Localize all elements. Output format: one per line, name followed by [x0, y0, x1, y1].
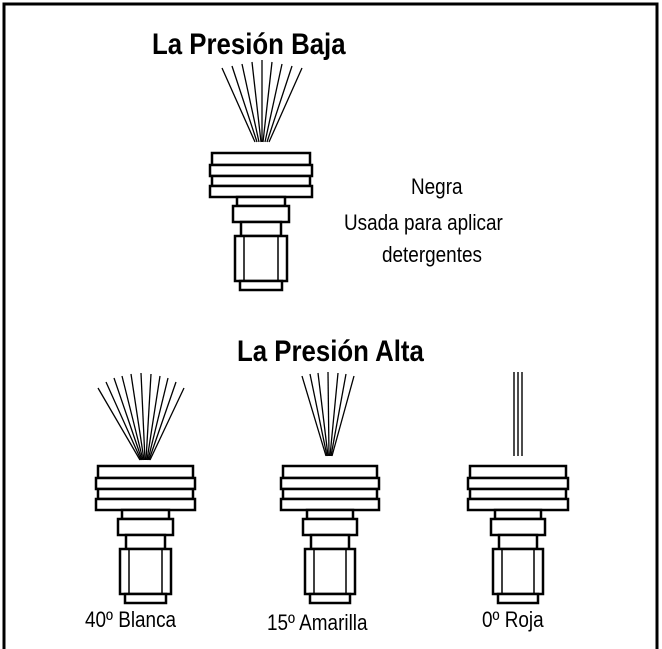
nozzle-usage-line2: detergentes: [382, 242, 482, 267]
spray-lines-low-pressure: [221, 60, 303, 143]
nozzle-color-black: Negra: [411, 174, 463, 199]
nozzle-usage-line1: Usada para aplicar: [344, 210, 503, 235]
nozzle-black: [208, 151, 314, 292]
nozzle-label-0-degree: 0º Roja: [482, 607, 544, 632]
spray-lines-15-degree: [301, 371, 355, 457]
nozzle-white: [94, 464, 197, 605]
spray-lines-0-degree: [513, 372, 523, 456]
spray-lines-40-degree: [97, 372, 185, 461]
high-pressure-title: La Presión Alta: [237, 335, 424, 368]
nozzle-label-40-degree: 40º Blanca: [85, 607, 177, 632]
nozzle-yellow: [279, 464, 381, 605]
nozzle-red: [466, 464, 570, 605]
low-pressure-title: La Presión Baja: [152, 28, 346, 61]
nozzle-label-15-degree: 15º Amarilla: [267, 610, 368, 635]
